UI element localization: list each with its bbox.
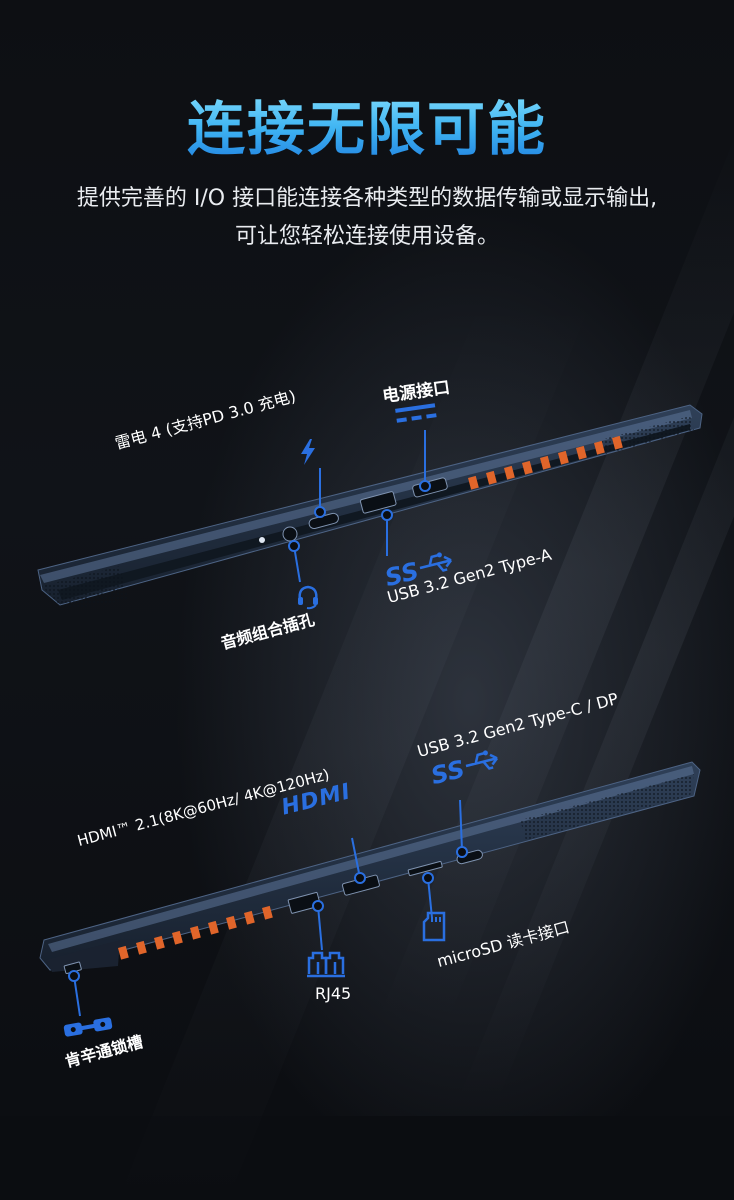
kensington-lock-icon [63,1017,113,1037]
bottom-callouts [68,799,468,1017]
usb-c-port [456,849,483,865]
thunderbolt-icon [301,439,315,465]
laptop-right-side [37,404,703,610]
usb-ss-icon: SS [428,750,499,784]
usb-a-port [359,491,397,514]
led-indicator [259,537,265,543]
subtitle-line-2: 可让您轻松连接使用设备。 [234,224,499,249]
laptop-left-side [39,761,701,975]
laptop-illustration [37,404,703,1017]
usb-ss-icon: SS [382,552,453,586]
rj45-label: RJ45 [315,984,352,1003]
rj45-port [287,891,321,914]
rj45-icon [307,951,345,978]
svg-text:SS: SS [428,755,467,784]
microsd-icon [422,911,446,942]
top-callouts [288,430,431,583]
audio-port [282,526,298,542]
subtitle-line-1: 提供完善的 I/O 接口能连接各种类型的数据传输或显示输出, [76,186,658,211]
page-title: 连接无限可能 [0,82,734,166]
page-subtitle: 提供完善的 I/O 接口能连接各种类型的数据传输或显示输出, 可让您轻松连接使用… [0,180,734,256]
microsd-slot [407,860,443,877]
right-vents [467,435,623,490]
power-dc-icon [395,403,437,423]
headset-icon [298,585,318,610]
left-vents [118,905,273,960]
